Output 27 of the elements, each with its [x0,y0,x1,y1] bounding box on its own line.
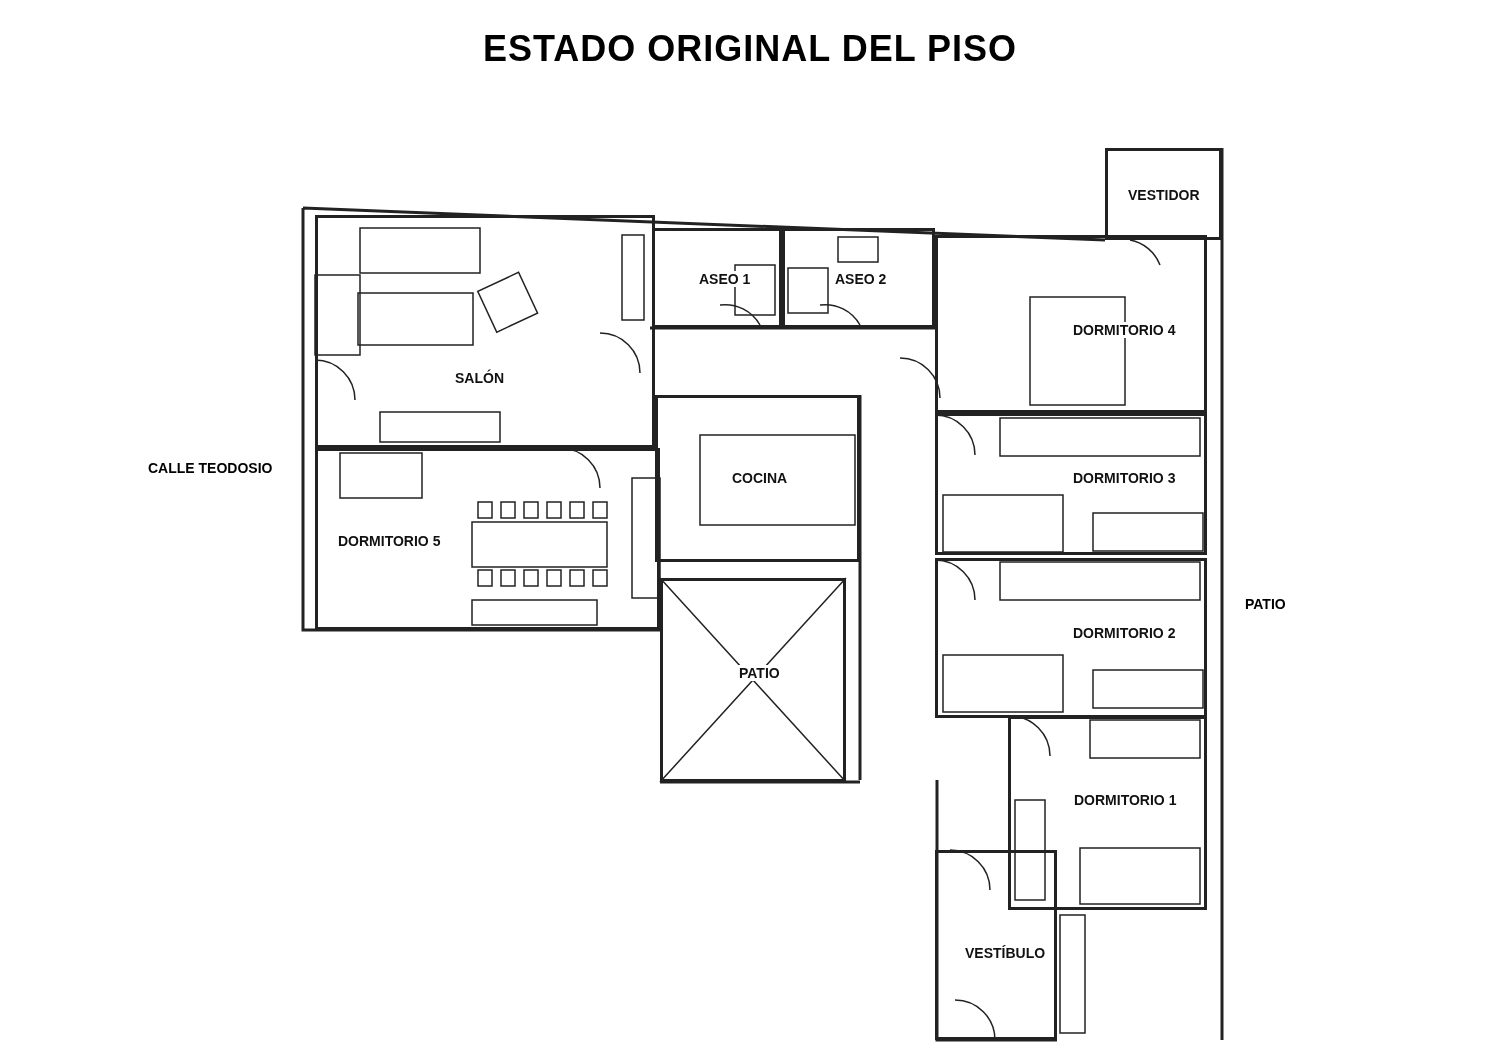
page-title: ESTADO ORIGINAL DEL PISO [481,28,1019,70]
room-outline [660,578,846,782]
room-label: DORMITORIO 1 [1072,792,1179,808]
room-label: SALÓN [453,370,506,386]
room-outline [782,228,935,328]
room-outline [935,558,1207,718]
room-outline [935,850,1057,1040]
area-label: PATIO [1245,596,1286,612]
room-label: VESTIDOR [1126,187,1202,203]
room-outline [1105,148,1222,240]
room-label: DORMITORIO 3 [1071,470,1178,486]
room-label: ASEO 2 [833,271,889,287]
room-label: VESTÍBULO [963,945,1048,961]
street-label: CALLE TEODOSIO [148,460,273,476]
room-outline [652,228,782,328]
room-label: ASEO 1 [697,271,753,287]
room-label: COCINA [730,470,790,486]
room-label: DORMITORIO 4 [1071,322,1178,338]
room-outline [935,235,1207,413]
room-label: PATIO [737,665,782,681]
room-label: DORMITORIO 2 [1071,625,1178,641]
room-outline [655,395,860,562]
room-outline [935,413,1207,555]
room-outline [315,448,660,630]
room-outline [1008,716,1207,910]
room-label: DORMITORIO 5 [336,533,443,549]
room-outline [315,215,655,448]
